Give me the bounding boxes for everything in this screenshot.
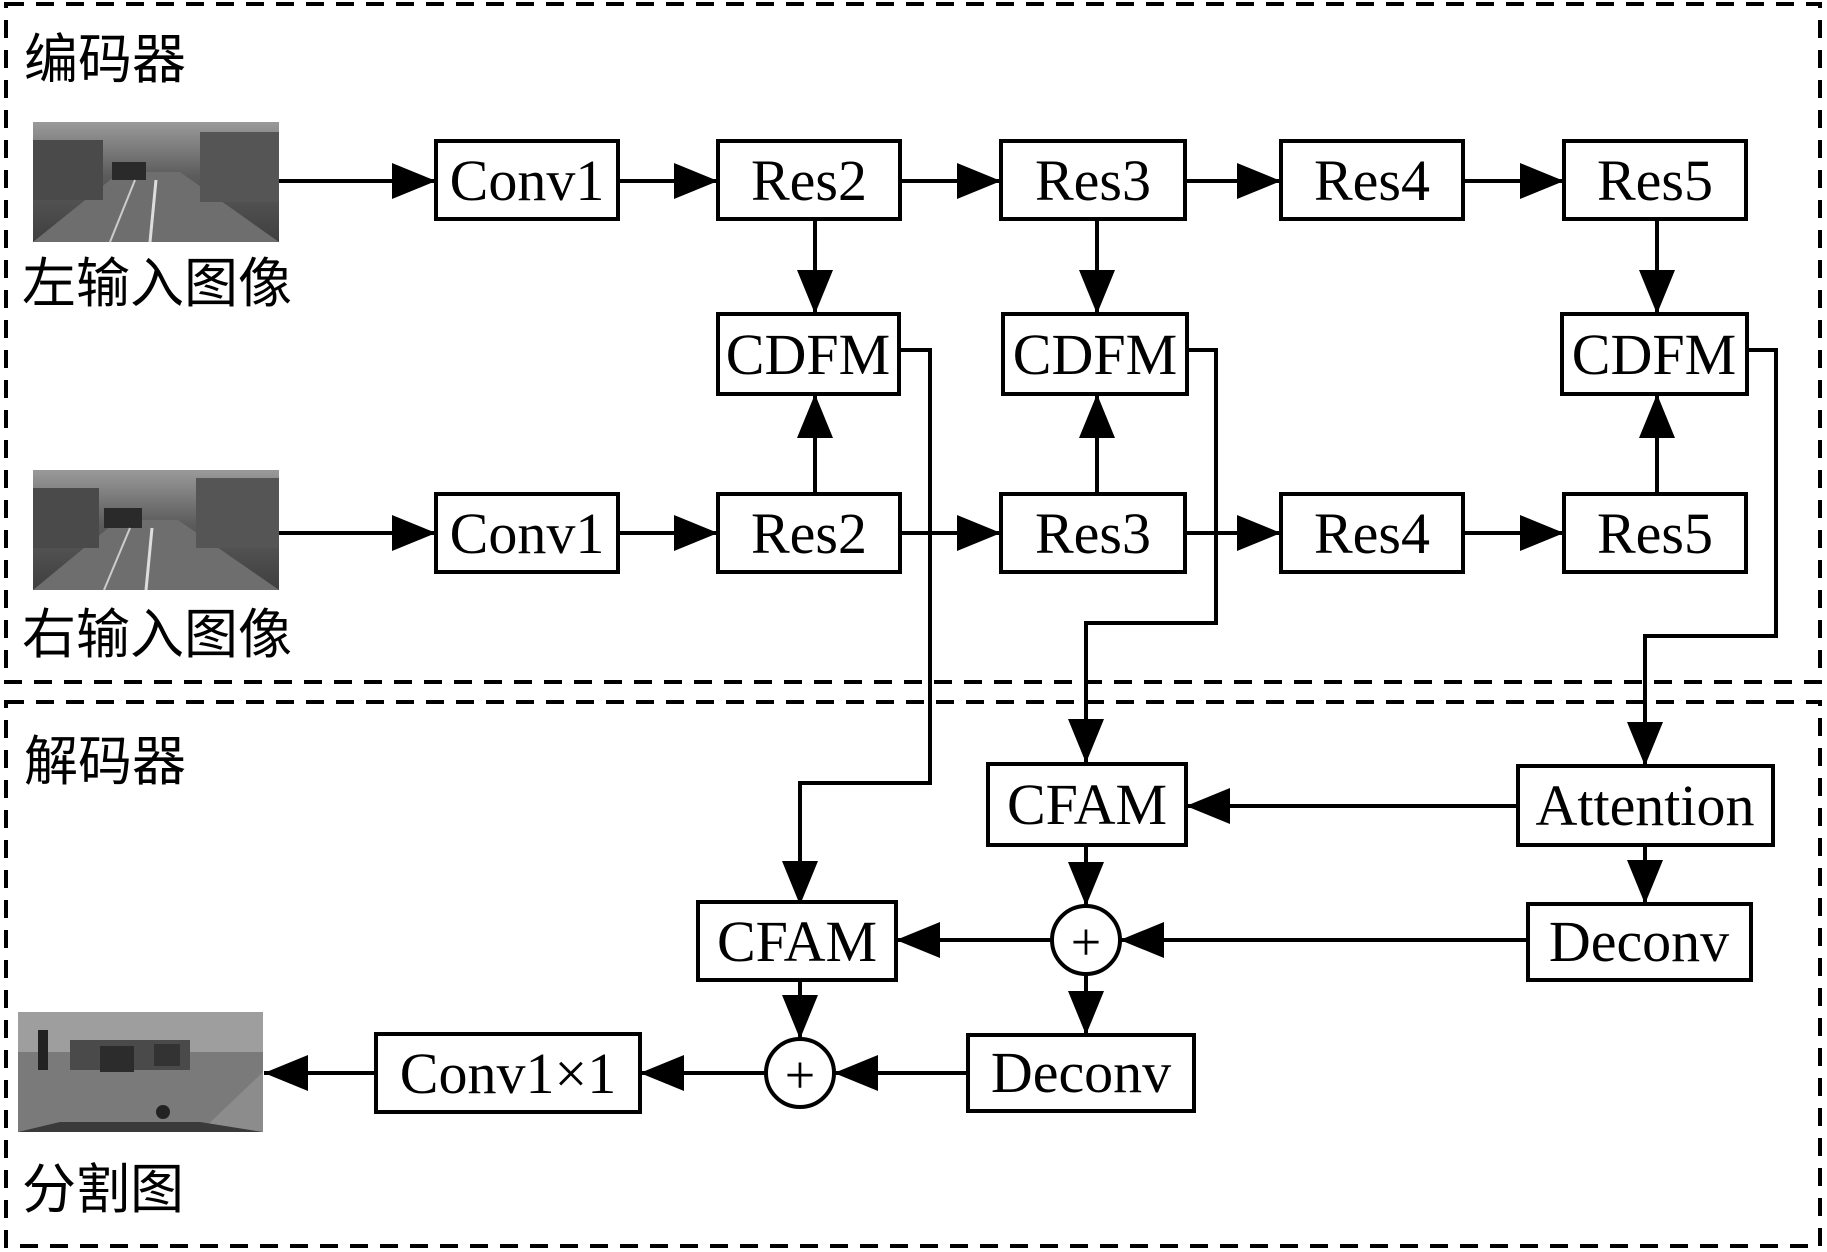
res2-left-label: Res2 bbox=[751, 148, 867, 213]
res4-left-block: Res4 bbox=[1279, 139, 1465, 221]
cfam-upper-label: CFAM bbox=[1007, 772, 1167, 837]
cfam-lower-label: CFAM bbox=[717, 909, 877, 974]
attention-label: Attention bbox=[1535, 773, 1754, 838]
cdfm-res5-block: CDFM bbox=[1560, 312, 1749, 396]
add-upper-symbol: + bbox=[1071, 912, 1101, 972]
cdfm-res2-block: CDFM bbox=[716, 312, 901, 396]
cfam-lower-block: CFAM bbox=[696, 900, 898, 982]
deconv-lower-block: Deconv bbox=[966, 1033, 1196, 1113]
connections bbox=[264, 163, 1778, 1091]
segmentation-caption: 分割图 bbox=[22, 1158, 184, 1221]
segmentation-map-image bbox=[18, 1012, 263, 1132]
add-lower-symbol: + bbox=[785, 1045, 815, 1105]
conv1-right-label: Conv1 bbox=[450, 501, 605, 566]
add-upper-operator: + bbox=[1050, 904, 1122, 976]
edge-cdfm2-cfam-lower bbox=[782, 348, 932, 905]
encoder-label: 编码器 bbox=[24, 28, 186, 91]
res4-right-label: Res4 bbox=[1314, 501, 1430, 566]
res2-left-block: Res2 bbox=[716, 139, 902, 221]
res5-right-label: Res5 bbox=[1597, 501, 1713, 566]
res4-left-label: Res4 bbox=[1314, 148, 1430, 213]
res2-right-label: Res2 bbox=[751, 501, 867, 566]
res4-right-block: Res4 bbox=[1279, 492, 1465, 574]
conv1-left-label: Conv1 bbox=[450, 148, 605, 213]
conv1-right-block: Conv1 bbox=[434, 492, 620, 574]
right-input-image bbox=[33, 470, 279, 591]
res3-left-block: Res3 bbox=[999, 139, 1187, 221]
left-input-caption: 左输入图像 bbox=[22, 252, 292, 315]
encoder-region bbox=[4, 2, 1822, 684]
res3-right-block: Res3 bbox=[999, 492, 1187, 574]
cdfm-res3-block: CDFM bbox=[1001, 312, 1189, 396]
add-lower-operator: + bbox=[764, 1037, 836, 1109]
right-input-caption: 右输入图像 bbox=[22, 603, 292, 666]
res5-left-label: Res5 bbox=[1597, 148, 1713, 213]
decoder-region bbox=[4, 700, 1822, 1248]
conv1x1-label: Conv1×1 bbox=[400, 1041, 616, 1106]
res2-right-block: Res2 bbox=[716, 492, 902, 574]
conv1-left-block: Conv1 bbox=[434, 139, 620, 221]
attention-block: Attention bbox=[1516, 764, 1775, 847]
cdfm-res5-label: CDFM bbox=[1572, 322, 1736, 387]
deconv-upper-label: Deconv bbox=[1549, 909, 1729, 974]
deconv-lower-label: Deconv bbox=[991, 1040, 1171, 1105]
deconv-upper-block: Deconv bbox=[1526, 902, 1753, 982]
edge-cdfm3-cfam-upper bbox=[1068, 348, 1218, 763]
cdfm-res2-label: CDFM bbox=[726, 322, 890, 387]
decoder-label: 解码器 bbox=[24, 730, 186, 793]
cfam-upper-block: CFAM bbox=[986, 762, 1188, 847]
res3-left-label: Res3 bbox=[1035, 148, 1151, 213]
res3-right-label: Res3 bbox=[1035, 501, 1151, 566]
res5-left-block: Res5 bbox=[1562, 139, 1748, 221]
edge-cdfm5-attention bbox=[1627, 348, 1778, 766]
conv1x1-block: Conv1×1 bbox=[374, 1032, 642, 1114]
cdfm-res3-label: CDFM bbox=[1013, 322, 1177, 387]
res5-right-block: Res5 bbox=[1562, 492, 1748, 574]
left-input-image bbox=[33, 122, 279, 243]
